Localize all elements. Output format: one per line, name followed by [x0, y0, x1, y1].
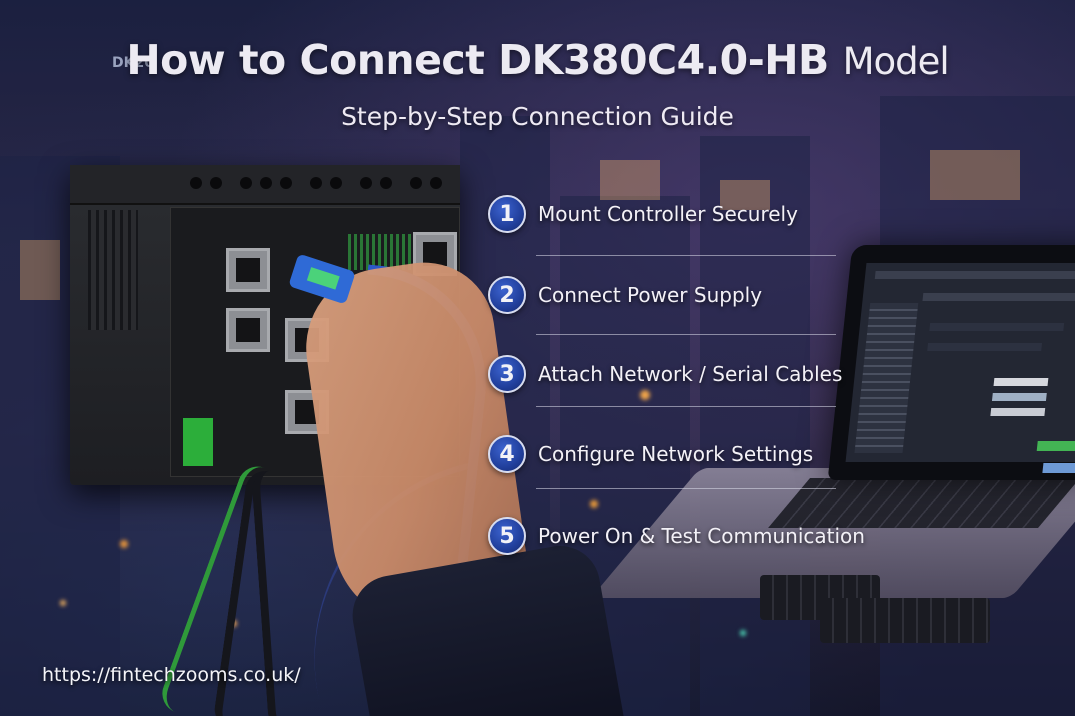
- ethernet-port-2: [226, 308, 270, 352]
- title-main: How to Connect DK380C4.0-HB: [126, 36, 829, 84]
- ethernet-port-1: [226, 248, 270, 292]
- step-label: Power On & Test Communication: [538, 524, 865, 548]
- divider: [536, 406, 836, 407]
- step-number-badge: 3: [488, 355, 526, 393]
- laptop-screen: [845, 263, 1075, 473]
- laptop: [827, 245, 1075, 480]
- step-item-2: 2 Connect Power Supply: [488, 275, 762, 315]
- step-number-badge: 4: [488, 435, 526, 473]
- step-item-4: 4 Configure Network Settings: [488, 434, 813, 474]
- step-item-3: 3 Attach Network / Serial Cables: [488, 354, 842, 394]
- step-item-1: 1 Mount Controller Securely: [488, 194, 798, 234]
- divider: [536, 334, 836, 335]
- footer-url: https://fintechzooms.co.uk/: [42, 664, 301, 686]
- step-number-badge: 2: [488, 276, 526, 314]
- divider: [536, 255, 836, 256]
- heat-sink-fins: [88, 210, 138, 330]
- step-label: Connect Power Supply: [538, 283, 763, 307]
- step-label: Mount Controller Securely: [538, 202, 798, 226]
- keyboard-small: [820, 598, 990, 643]
- step-label: Configure Network Settings: [538, 442, 814, 466]
- step-label: Attach Network / Serial Cables: [538, 362, 843, 386]
- step-number-badge: 5: [488, 517, 526, 555]
- power-terminal: [183, 418, 213, 466]
- page-title: How to Connect DK380C4.0-HB Model: [0, 36, 1075, 84]
- step-number-badge: 1: [488, 195, 526, 233]
- step-item-5: 5 Power On & Test Communication: [488, 516, 865, 556]
- device-brand-label: DK20: [112, 55, 154, 71]
- title-suffix: Model: [842, 40, 950, 83]
- divider: [536, 488, 836, 489]
- page-subtitle: Step-by-Step Connection Guide: [341, 102, 734, 131]
